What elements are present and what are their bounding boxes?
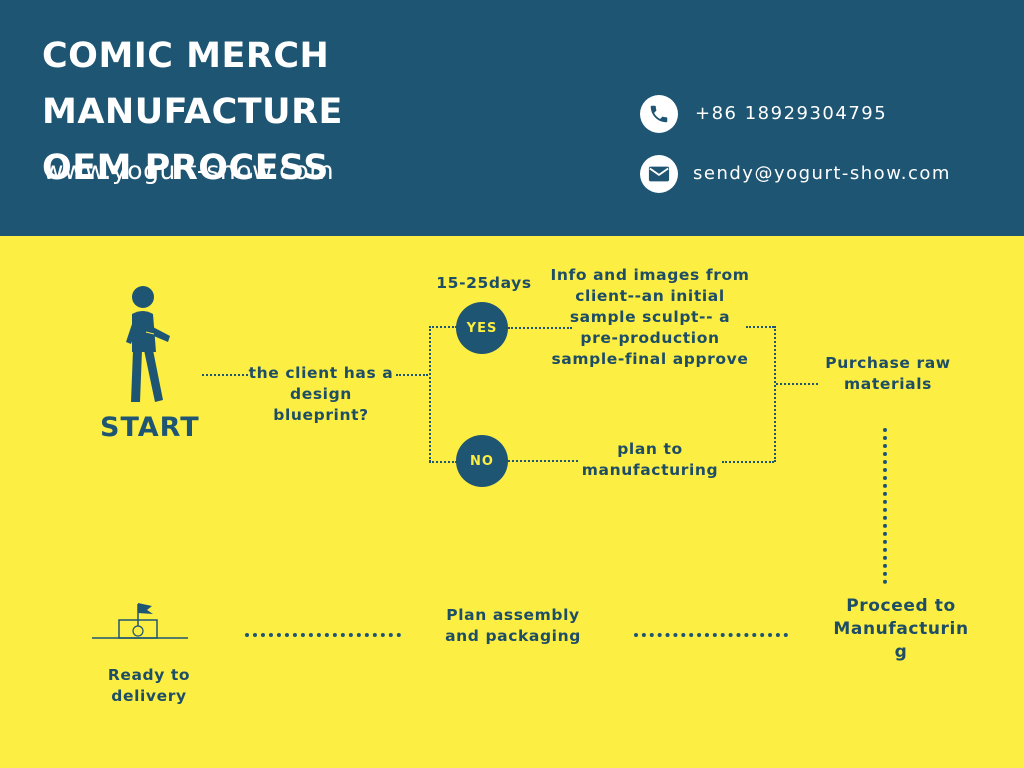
- finish-flag-icon: [92, 600, 188, 646]
- connector-to-yes: [429, 326, 457, 328]
- proceed-label: Proceed to Manufacturin g: [816, 595, 986, 664]
- connector-yes-merge: [746, 326, 774, 328]
- connector-yes-step: [508, 327, 572, 329]
- purchase-line-1: Purchase raw: [825, 354, 951, 372]
- connector-to-no: [429, 461, 457, 463]
- merge-line: [774, 326, 776, 462]
- phone-icon: [640, 95, 678, 133]
- connector-assembly-ready: [245, 633, 401, 637]
- connector-proceed-assembly: [634, 633, 788, 637]
- no-node: NO: [456, 435, 508, 487]
- email-address[interactable]: sendy@yogurt-show.com: [693, 163, 951, 184]
- connector-no-merge: [722, 461, 774, 463]
- purchase-line-2: materials: [844, 375, 932, 393]
- yes-step-line-1: Info and images from: [550, 266, 750, 284]
- assembly-line-2: and packaging: [445, 627, 581, 645]
- yes-step-label: Info and images from client--an initial …: [538, 265, 762, 370]
- page-title-line-2: OEM PROCESS: [42, 148, 329, 188]
- yes-step-line-5: sample-final approve: [551, 350, 749, 368]
- ready-label: Ready to delivery: [94, 665, 204, 707]
- no-step-line-1: plan to: [617, 440, 683, 458]
- phone-number[interactable]: +86 18929304795: [695, 103, 888, 124]
- connector-no-step: [508, 460, 578, 462]
- email-icon: [640, 155, 678, 193]
- assembly-line-1: Plan assembly: [446, 606, 580, 624]
- yes-step-line-2: client--an initial: [575, 287, 725, 305]
- assembly-label: Plan assembly and packaging: [432, 605, 594, 647]
- start-label: START: [100, 412, 200, 443]
- connector-to-purchase: [776, 383, 818, 385]
- branch-line: [429, 326, 431, 462]
- question-line-2: design blueprint?: [273, 385, 369, 424]
- proceed-line-3: g: [894, 642, 908, 662]
- flow-diagram: [0, 236, 1024, 768]
- walking-person-icon: [118, 284, 178, 410]
- proceed-line-2: Manufacturin: [833, 619, 969, 639]
- ready-line-1: Ready to: [107, 666, 191, 684]
- connector-start: [202, 374, 248, 376]
- no-step-label: plan to manufacturing: [568, 439, 732, 481]
- question-label: the client has a design blueprint?: [246, 363, 396, 426]
- duration-label: 15-25days: [436, 274, 532, 292]
- yes-step-line-4: pre-production: [580, 329, 720, 347]
- question-line-1: the client has a: [248, 364, 394, 382]
- page-title: COMIC MERCH MANUFACTURE OEM PROCESS: [42, 28, 642, 196]
- yes-node: YES: [456, 302, 508, 354]
- purchase-label: Purchase raw materials: [814, 353, 962, 395]
- connector-purchase-proceed: [883, 428, 887, 584]
- website-link[interactable]: www.yogurt-show.com: [43, 156, 335, 185]
- page-title-line-1: COMIC MERCH MANUFACTURE: [42, 36, 343, 132]
- yes-step-line-3: sample sculpt-- a: [569, 308, 731, 326]
- ready-line-2: delivery: [111, 687, 187, 705]
- no-step-line-2: manufacturing: [581, 461, 719, 479]
- proceed-line-1: Proceed to: [846, 596, 956, 616]
- connector-question: [396, 374, 428, 376]
- header-banner: COMIC MERCH MANUFACTURE OEM PROCESS www.…: [0, 0, 1024, 236]
